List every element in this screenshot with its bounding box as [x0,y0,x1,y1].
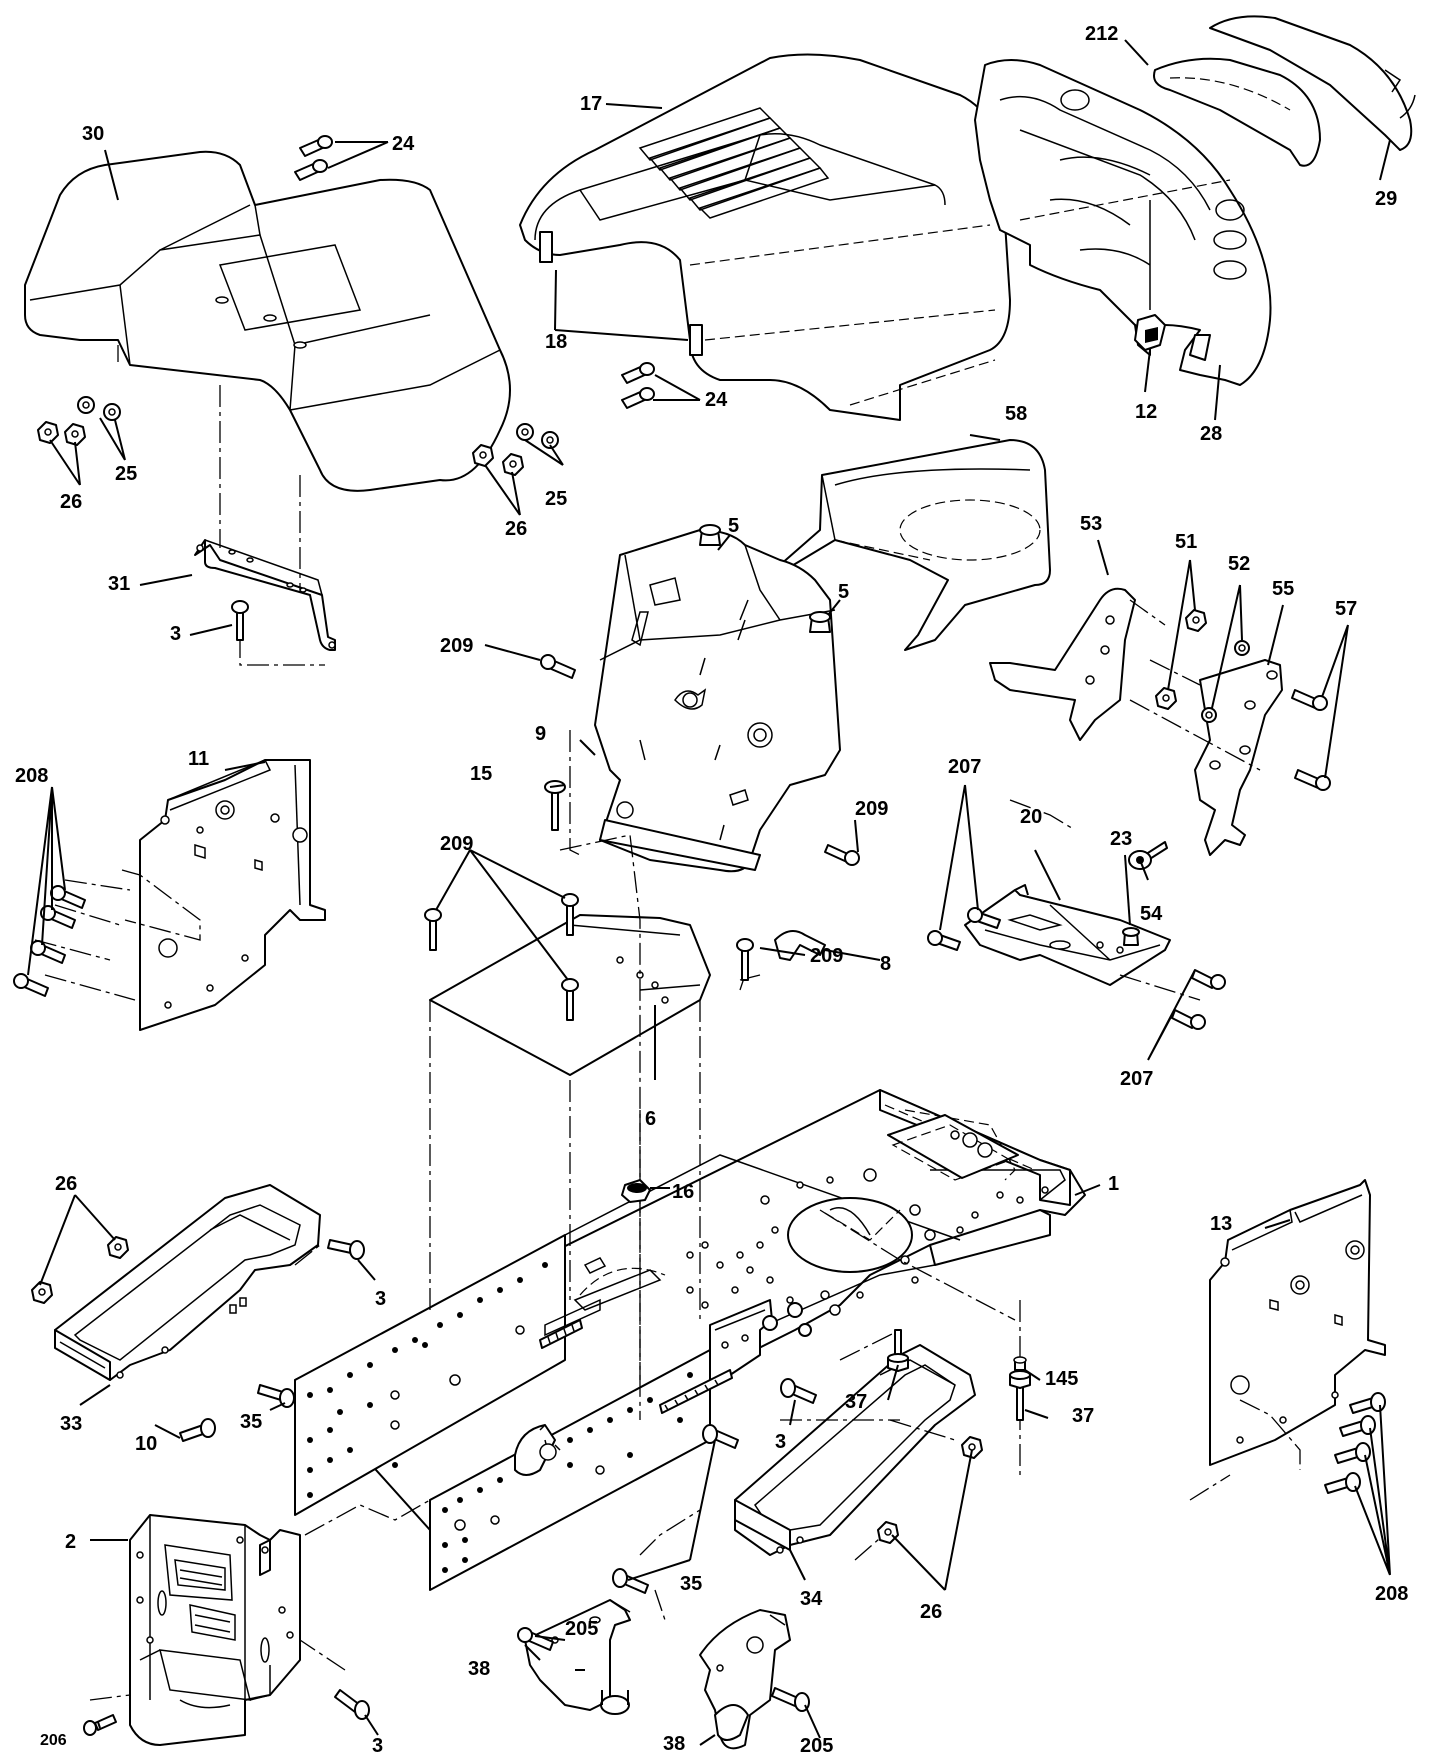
assembly-center-lines [34,345,1301,1701]
label-58: 58 [1005,403,1027,425]
label-3c: 3 [775,1431,786,1453]
label-205a: 205 [565,1618,598,1640]
label-208a: 208 [15,765,48,787]
label-25b: 25 [545,488,567,510]
mounting-bracket-55 [1194,659,1283,856]
grille-bezel [1153,57,1321,167]
label-24b: 24 [705,389,728,411]
label-38b: 38 [663,1733,685,1753]
label-209c: 209 [440,833,473,855]
label-9: 9 [535,723,546,745]
label-51: 51 [1175,531,1197,553]
label-3a: 3 [170,623,181,645]
hood-vents [638,107,830,219]
mounting-bracket-53 [989,587,1136,741]
label-25a: 25 [115,463,137,485]
label-1: 1 [1108,1173,1119,1195]
grille-trim [1209,15,1416,151]
label-35b: 35 [680,1573,702,1595]
label-18: 18 [545,331,567,353]
battery-tray [964,884,1171,986]
label-53: 53 [1080,513,1102,535]
label-35a: 35 [240,1411,262,1433]
hood-pad-lower [689,324,703,356]
label-13: 13 [1210,1213,1232,1235]
dash-panel [594,529,841,873]
label-209d: 209 [810,945,843,967]
label-209a: 209 [440,635,473,657]
callout-labels: 17 212 29 30 24 18 12 28 24 58 25 26 25 … [15,23,1408,1753]
hood [519,53,1011,421]
label-12: 12 [1135,401,1157,423]
label-26d: 26 [920,1601,942,1623]
label-37a: 37 [845,1391,867,1413]
label-15: 15 [470,763,492,785]
label-26c: 26 [55,1173,77,1195]
label-207a: 207 [948,756,981,778]
label-3d: 3 [372,1735,383,1753]
main-frame [294,1089,1086,1591]
label-206: 206 [40,1732,67,1749]
frame-holes [686,1130,1049,1316]
right-side-panel [1209,1179,1386,1466]
label-34: 34 [800,1588,823,1610]
label-5a: 5 [728,515,739,537]
label-5b: 5 [838,581,849,603]
label-24a: 24 [392,133,415,155]
label-2: 2 [65,1531,76,1553]
label-10: 10 [135,1433,157,1455]
label-17: 17 [580,93,602,115]
label-23: 23 [1110,828,1132,850]
label-208b: 208 [1375,1583,1408,1605]
label-212: 212 [1085,23,1118,45]
rear-fender [24,150,511,492]
pedal-bracket-right [699,1609,791,1750]
grille-clip [1134,314,1166,351]
label-31: 31 [108,573,130,595]
label-6: 6 [645,1108,656,1130]
left-side-panel [139,759,326,1031]
label-29: 29 [1375,188,1397,210]
frame-circle-opening [787,1197,913,1273]
label-33: 33 [60,1413,82,1435]
label-11: 11 [188,748,209,770]
label-8: 8 [880,953,891,975]
label-38a: 38 [468,1658,490,1680]
label-209b: 209 [855,798,888,820]
label-20: 20 [1020,806,1042,828]
label-207b: 207 [1120,1068,1153,1090]
label-145: 145 [1045,1368,1078,1390]
label-26b: 26 [505,518,527,540]
engine-baffle [779,439,1051,651]
hood-pad-upper [539,231,553,263]
hitch-plate [129,1514,301,1746]
label-28: 28 [1200,423,1222,445]
label-52: 52 [1228,553,1250,575]
label-54: 54 [1140,903,1163,925]
label-26a: 26 [60,491,82,513]
hardware [13,135,1386,1736]
rear-fender-bracket [194,539,336,651]
label-30: 30 [82,123,104,145]
label-57: 57 [1335,598,1357,620]
left-rail-holes [307,1262,548,1498]
leader-lines [27,39,1391,1746]
label-205b: 205 [800,1735,833,1753]
label-55: 55 [1272,578,1294,600]
label-3b: 3 [375,1288,386,1310]
label-16: 16 [672,1181,694,1203]
right-rail-holes [442,1372,693,1573]
rear-bumper-right [734,1344,976,1556]
label-37b: 37 [1072,1405,1094,1427]
front-bumper-left [54,1184,321,1381]
pedal-bracket-left [524,1599,631,1715]
